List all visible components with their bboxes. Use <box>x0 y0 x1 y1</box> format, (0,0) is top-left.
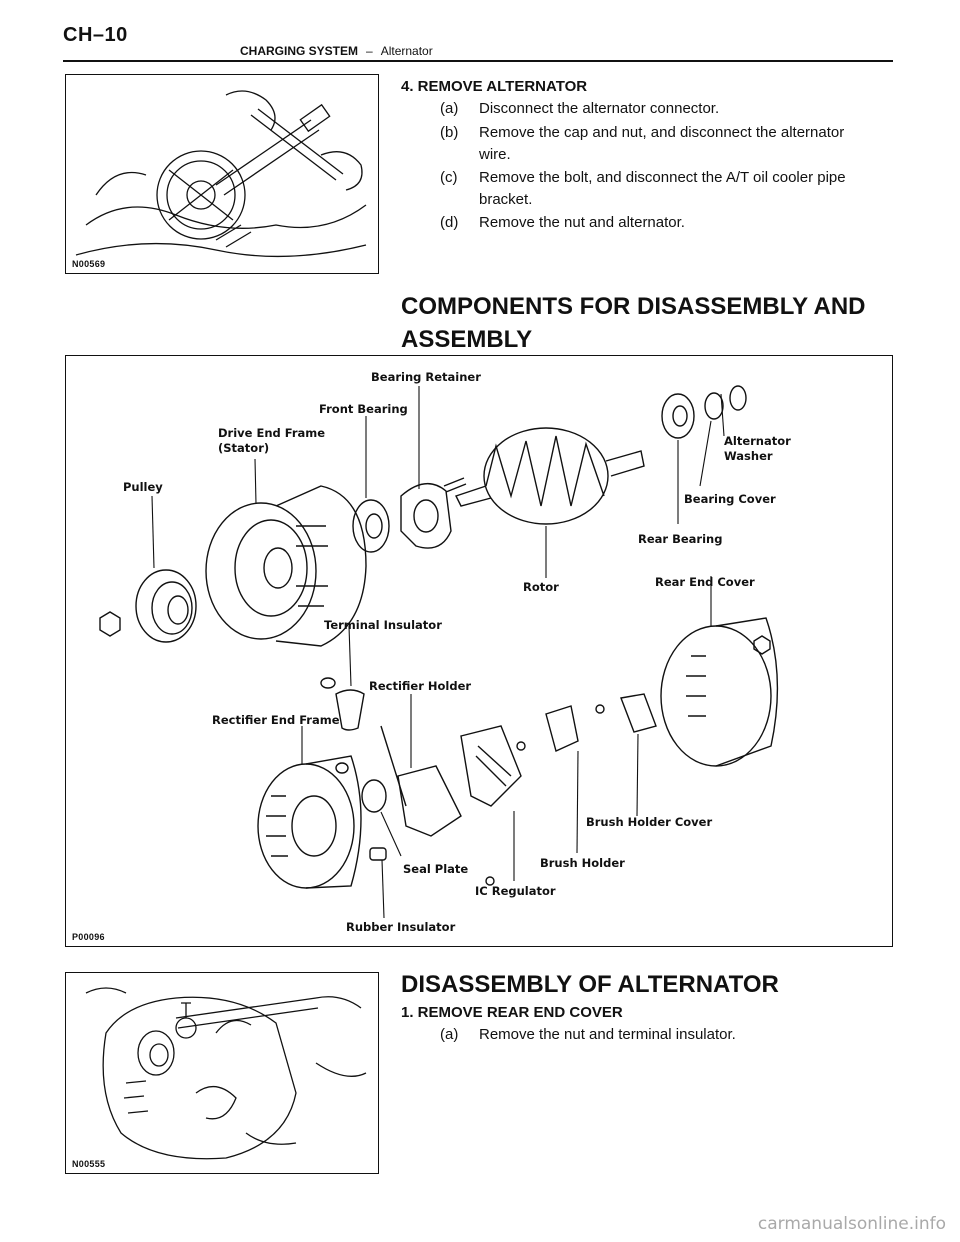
substep-label: (b) <box>440 124 459 141</box>
label-rectifier-end-frame: Rectifier End Frame <box>212 713 340 727</box>
figure-remove-alternator: N00569 <box>65 74 379 274</box>
front-bearing-shape <box>352 499 390 553</box>
section-separator: – <box>366 44 373 58</box>
drive-end-frame-shape <box>205 502 317 640</box>
substep-label: (d) <box>440 214 459 231</box>
label-bearing-cover: Bearing Cover <box>684 492 776 506</box>
substep-b: (b) Remove the cap and nut, and disconne… <box>440 122 900 166</box>
label-rotor: Rotor <box>523 580 559 594</box>
substep-d: (d) Remove the nut and alternator. <box>440 212 900 234</box>
substep-text-line1: Remove the bolt, and disconnect the A/T … <box>479 169 846 186</box>
label-ic-regulator: IC Regulator <box>475 884 556 898</box>
pulley-shape <box>135 569 197 643</box>
ic-regulator-shape <box>460 725 522 807</box>
rectifier-end-frame-shape <box>257 763 355 889</box>
label-alternator-washer-line2: Washer <box>724 449 773 463</box>
label-bearing-retainer: Bearing Retainer <box>371 370 481 384</box>
label-front-bearing: Front Bearing <box>319 402 408 416</box>
page-number: CH–10 <box>63 24 128 46</box>
figure-remove-rear-end-cover: N00555 <box>65 972 379 1174</box>
rear-bearing-shape <box>661 393 695 439</box>
step-title-remove-alternator: 4. REMOVE ALTERNATOR <box>401 78 588 95</box>
step-title-remove-rear-end-cover: 1. REMOVE REAR END COVER <box>401 1004 623 1021</box>
brush-holder-cover-shape <box>620 693 657 733</box>
label-rear-end-cover: Rear End Cover <box>655 575 755 589</box>
components-heading-line2: ASSEMBLY <box>401 326 533 353</box>
substep-text: Remove the nut and terminal insulator. <box>479 1026 736 1043</box>
substep-c: (c) Remove the bolt, and disconnect the … <box>440 167 900 211</box>
bearing-retainer-shape <box>400 483 452 549</box>
substep-text: Disconnect the alternator connector. <box>479 100 720 117</box>
header-rule <box>63 60 893 62</box>
seal-plate-shape <box>361 779 387 813</box>
substep-text: Remove the nut and alternator. <box>479 214 685 231</box>
substep-text-line2: bracket. <box>479 191 533 208</box>
subsection-name: Alternator <box>380 44 433 58</box>
substep-a: (a) Disconnect the alternator connector. <box>440 98 900 120</box>
label-alternator-washer: Alternator Washer <box>724 434 791 464</box>
label-rear-bearing: Rear Bearing <box>638 532 723 546</box>
figure-components-diagram: Bearing Retainer Front Bearing Drive End… <box>65 355 893 947</box>
label-rubber-insulator: Rubber Insulator <box>346 920 456 934</box>
watermark: carmanualsonline.info <box>757 1214 946 1234</box>
exploded-view-illustration <box>99 385 779 919</box>
rectifier-holder-shape <box>397 765 462 837</box>
rubber-insulator-shape <box>369 847 387 861</box>
figure-code: P00096 <box>72 932 105 942</box>
substep-label: (a) <box>440 1026 459 1043</box>
remove-rear-end-cover-illustration <box>85 987 367 1160</box>
disassembly-heading: DISASSEMBLY OF ALTERNATOR <box>401 971 779 998</box>
label-rectifier-holder: Rectifier Holder <box>369 679 472 693</box>
pulley-nut-shape <box>99 611 121 637</box>
alternator-washer-shape <box>729 385 747 411</box>
label-drive-end-frame-line2: (Stator) <box>218 441 270 455</box>
label-seal-plate: Seal Plate <box>403 862 469 876</box>
label-drive-end-frame-line1: Drive End Frame <box>218 426 326 440</box>
label-brush-holder: Brush Holder <box>540 856 625 870</box>
substep-a-disassembly: (a) Remove the nut and terminal insulato… <box>440 1024 900 1046</box>
section-title: CHARGING SYSTEM–Alternator <box>240 44 433 58</box>
label-brush-holder-cover: Brush Holder Cover <box>586 815 713 829</box>
components-heading: COMPONENTS FOR DISASSEMBLY AND ASSEMBLY <box>401 290 866 356</box>
label-drive-end-frame: Drive End Frame (Stator) <box>218 426 325 456</box>
label-alternator-washer-line1: Alternator <box>724 434 791 448</box>
label-pulley: Pulley <box>123 480 163 494</box>
figure-code: N00569 <box>72 259 106 269</box>
brush-holder-shape <box>545 705 579 752</box>
section-name: CHARGING SYSTEM <box>240 44 359 58</box>
substep-text-line2: wire. <box>479 146 511 163</box>
remove-alternator-illustration <box>75 90 367 258</box>
substep-label: (c) <box>440 169 458 186</box>
substep-text-line1: Remove the cap and nut, and disconnect t… <box>479 124 845 141</box>
substep-label: (a) <box>440 100 459 117</box>
label-terminal-insulator: Terminal Insulator <box>324 618 442 632</box>
rotor-shape <box>483 427 609 525</box>
terminal-insulator-shape <box>335 689 365 731</box>
bearing-cover-shape <box>704 392 724 420</box>
components-heading-line1: COMPONENTS FOR DISASSEMBLY AND <box>401 293 866 320</box>
figure-code: N00555 <box>72 1159 106 1169</box>
